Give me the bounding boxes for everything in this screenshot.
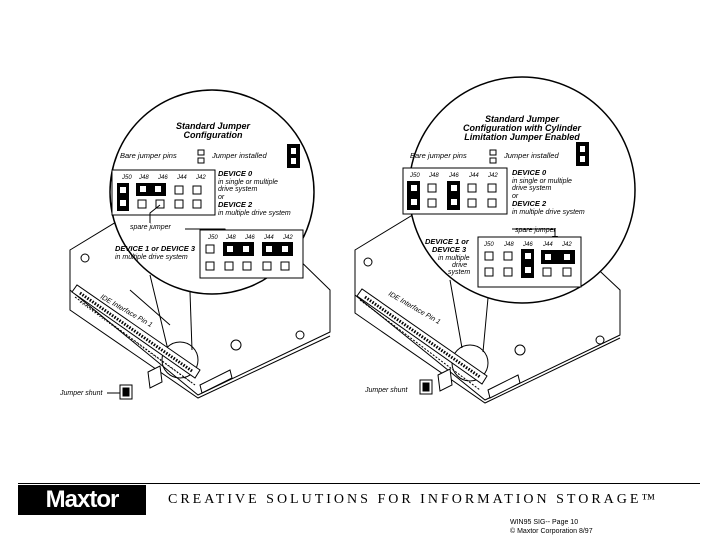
right-device13-desc1: in multiple [438,255,470,262]
left-title-line2: Configuration [184,130,243,140]
left-pin-label: J44 [263,235,274,241]
right-shunt-label: Jumper shunt [364,387,408,394]
left-magnifier-leader [149,274,169,351]
right-title-line3: Limitation Jumper Enabled [464,132,580,142]
copyright: © Maxtor Corporation 8/97 [510,528,593,535]
left-pin-label: J42 [282,235,293,241]
right-device2-desc: in multiple drive system [512,209,585,216]
left-device0-desc1: in single or multiple [218,179,278,186]
right-device0-title: DEVICE 0 [512,168,547,177]
right-installed-swatch [576,142,589,166]
left-pin-label: J46 [244,235,255,241]
right-pin-block-top: J50 J48 J46 J44 J42 [402,167,508,215]
right-jumper-shunt-icon [419,368,453,395]
right-pin-label: J46 [448,173,459,179]
left-pin-label: J48 [225,235,236,241]
left-pin-label: J48 [138,175,149,181]
left-device0-title: DEVICE 0 [218,169,253,178]
right-device13-desc2: drive [452,262,467,269]
left-device13-desc: in multiple drive system [115,254,188,261]
right-spare-label: spare jumper [515,227,557,234]
right-device13-desc3: system [448,269,470,276]
left-pin-label: J44 [176,175,187,181]
tagline: CREATIVE SOLUTIONS FOR INFORMATION STORA… [168,492,659,507]
right-installed-label: Jumper installed [503,151,559,160]
right-device0-desc2: drive system [512,185,551,192]
maxtor-logo: Maxtor [18,485,146,515]
left-installed-label: Jumper installed [211,151,267,160]
right-bare-pins-label: Bare jumper pins [410,151,467,160]
right-device13-line1: DEVICE 1 or [425,237,470,246]
left-pin-block-top: J50 J48 J46 J44 J42 [111,169,216,216]
right-pin-label: J48 [428,173,439,179]
right-pin-label: J50 [409,173,420,179]
right-pin-label: J48 [503,242,514,248]
left-or-label: or [218,194,225,201]
right-device2-title: DEVICE 2 [512,199,547,208]
left-bare-pins-label: Bare jumper pins [120,151,177,160]
left-device13-title: DEVICE 1 or DEVICE 3 [115,244,196,253]
right-title-line2: Configuration with Cylinder [463,123,581,133]
right-figure: Standard Jumper Configuration with Cylin… [354,76,636,404]
registered-mark: ® [131,490,139,501]
left-device2-desc: in multiple drive system [218,210,291,217]
left-pin-label: J46 [157,175,168,181]
left-installed-swatch [287,144,300,168]
right-title-line1: Standard Jumper [485,114,560,124]
right-pin-label: J42 [487,173,498,179]
right-pin-label: J42 [561,242,572,248]
left-ide-connector [71,284,201,379]
page-reference: WIN95 SIG-- Page 10 [510,519,579,526]
left-pin-label: J42 [195,175,206,181]
right-pin-label: J44 [542,242,553,248]
left-pin-label: J50 [207,235,218,241]
jumper-diagram: Standard Jumper Configuration Bare jumpe… [59,76,636,404]
left-figure: Standard Jumper Configuration Bare jumpe… [59,89,331,400]
left-title-line1: Standard Jumper [176,121,251,131]
right-or-label: or [512,193,519,200]
right-ide-connector [356,288,488,385]
left-jumper-shunt-icon [119,365,163,400]
right-device13-line2: DEVICE 3 [432,245,467,254]
left-detail-circle [161,341,199,379]
footer-rule [18,483,700,484]
left-device0-desc2: drive system [218,186,257,193]
right-pin-label: J46 [522,242,533,248]
right-pin-label: J44 [468,173,479,179]
left-device2-title: DEVICE 2 [218,200,253,209]
right-device0-desc1: in single or multiple [512,178,572,185]
right-pin-block-bottom: J50 J48 J46 J44 J42 [477,236,582,288]
left-pin-label: J50 [121,175,132,181]
left-pin-block-bottom: J50 J48 J46 J44 J42 [199,229,304,279]
left-spare-label: spare jumper [130,224,172,231]
right-pin-label: J50 [483,242,494,248]
left-shunt-label: Jumper shunt [59,390,103,397]
